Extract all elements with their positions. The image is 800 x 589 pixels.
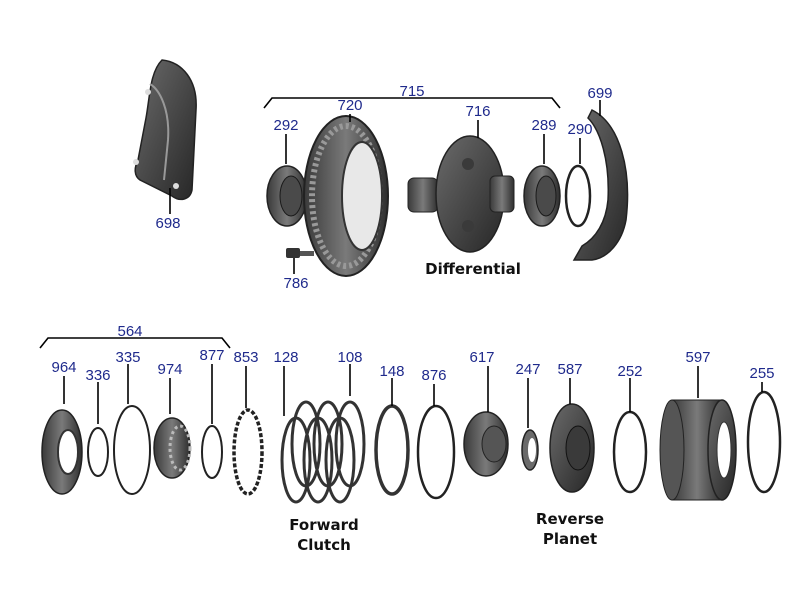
callout-255: 255 bbox=[749, 365, 774, 382]
callout-699: 699 bbox=[587, 85, 612, 102]
part-289-bearing bbox=[523, 165, 561, 227]
part-974-clutch bbox=[153, 417, 192, 479]
caption-clutch: Clutch bbox=[297, 536, 351, 554]
callout-597: 597 bbox=[685, 349, 710, 366]
part-290-ring bbox=[564, 164, 592, 228]
part-255-ring bbox=[746, 390, 782, 494]
callout-964: 964 bbox=[51, 359, 76, 376]
bracket-564 bbox=[39, 337, 231, 349]
callout-716: 716 bbox=[465, 103, 490, 120]
callout-292: 292 bbox=[273, 117, 298, 134]
callout-252: 252 bbox=[617, 363, 642, 380]
callout-974: 974 bbox=[157, 361, 182, 378]
part-617-hub bbox=[463, 411, 509, 477]
caption-planet: Planet bbox=[543, 530, 597, 548]
callout-587: 587 bbox=[557, 361, 582, 378]
callout-715: 715 bbox=[399, 83, 424, 100]
callout-877: 877 bbox=[199, 347, 224, 364]
part-148-plate bbox=[374, 404, 410, 496]
callout-720: 720 bbox=[337, 97, 362, 114]
part-699-shield bbox=[572, 108, 629, 261]
part-853-snap-ring bbox=[232, 408, 264, 496]
callout-336: 336 bbox=[85, 367, 110, 384]
part-964-nut bbox=[41, 409, 83, 495]
callout-564: 564 bbox=[117, 323, 142, 340]
part-335-ring bbox=[113, 405, 151, 495]
part-698-shield bbox=[133, 59, 197, 201]
part-336-ring bbox=[87, 427, 109, 477]
callout-698: 698 bbox=[155, 215, 180, 232]
part-877-ring bbox=[201, 425, 223, 479]
callout-786: 786 bbox=[283, 275, 308, 292]
part-128-108-forward-clutch bbox=[280, 400, 366, 504]
part-720-ring-gear bbox=[303, 115, 389, 277]
callout-290: 290 bbox=[567, 121, 592, 138]
caption-differential: Differential bbox=[425, 260, 521, 278]
callout-247: 247 bbox=[515, 361, 540, 378]
part-786-bolt bbox=[286, 248, 314, 258]
part-876-ring bbox=[416, 404, 456, 500]
bracket-715 bbox=[263, 97, 561, 109]
caption-forward: Forward bbox=[289, 516, 358, 534]
part-292-bearing bbox=[266, 165, 308, 227]
callout-617: 617 bbox=[469, 349, 494, 366]
callout-108: 108 bbox=[337, 349, 362, 366]
callout-853: 853 bbox=[233, 349, 258, 366]
part-587-planet bbox=[549, 403, 595, 493]
callout-876: 876 bbox=[421, 367, 446, 384]
part-252-ring bbox=[612, 410, 648, 494]
part-247-washer bbox=[521, 429, 539, 471]
callout-335: 335 bbox=[115, 349, 140, 366]
callout-289: 289 bbox=[531, 117, 556, 134]
part-597-drum bbox=[659, 399, 737, 501]
part-716-differential bbox=[407, 135, 515, 253]
callout-148: 148 bbox=[379, 363, 404, 380]
callout-128: 128 bbox=[273, 349, 298, 366]
caption-reverse: Reverse bbox=[536, 510, 604, 528]
